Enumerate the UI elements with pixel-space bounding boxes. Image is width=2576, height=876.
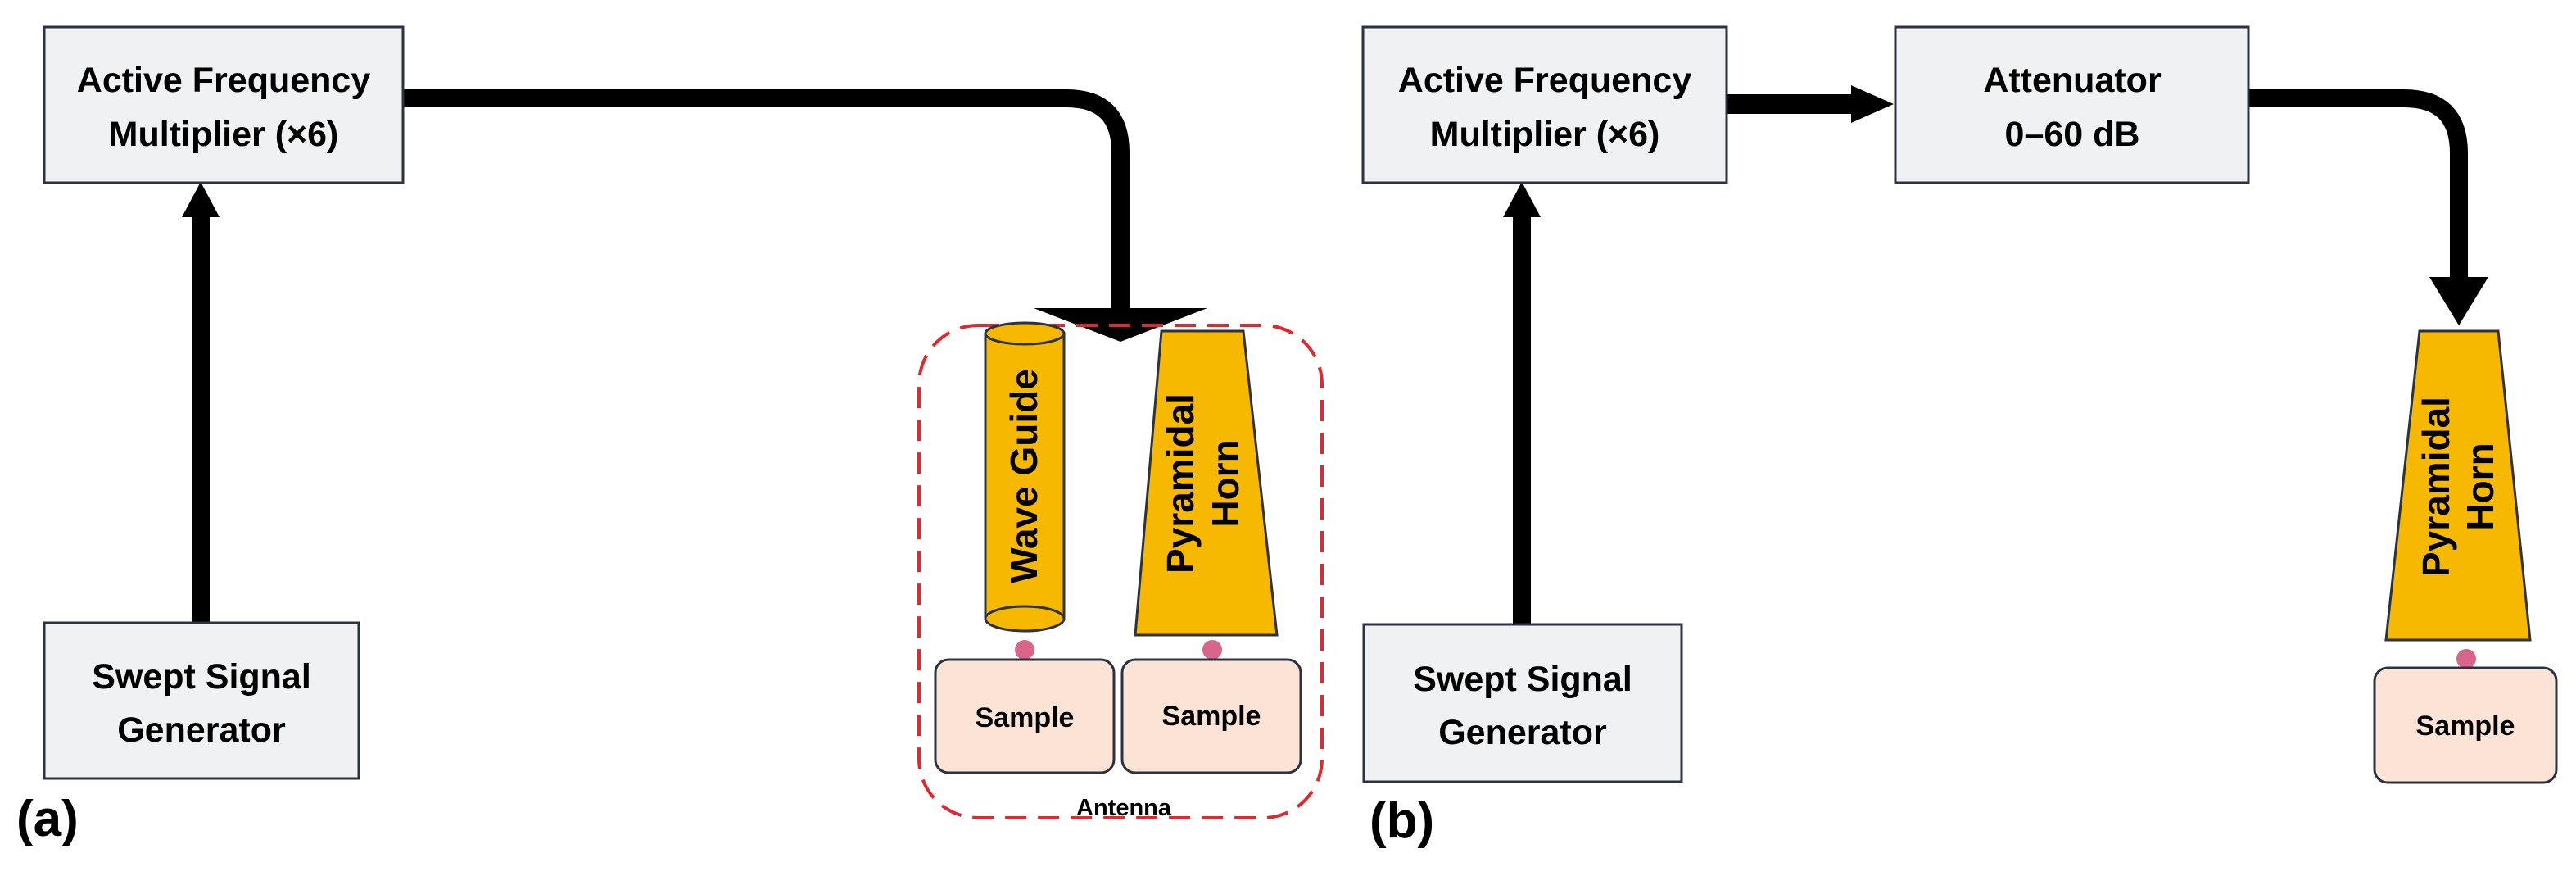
arrow-multiplier-to-antenna-a [403,89,1207,342]
panel-label-b: (b) [1369,792,1434,849]
sample-a1: Sample [934,658,1116,774]
arrow-multiplier-to-attenuator [1727,85,1894,123]
generator-label-b-line2: Generator [1438,713,1607,752]
contact-dot-b [2456,649,2476,669]
multiplier-box-a: Active Frequency Multiplier (×6) [43,25,405,184]
generator-label-a-line1: Swept Signal [92,657,311,697]
multiplier-label-b-line2: Multiplier (×6) [1430,115,1660,154]
sample-label-b: Sample [2416,710,2515,742]
panel-a: Active Frequency Multiplier (×6) Swept S… [16,25,1324,847]
sample-label-a2: Sample [1162,701,1261,732]
multiplier-label-a-line1: Active Frequency [77,61,371,100]
pyramidal-horn-a: Pyramidal Horn [1134,329,1279,637]
attenuator-label-line2: 0–60 dB [2005,115,2140,154]
arrow-attenuator-to-horn [2248,89,2488,325]
horn-label-a-line1: Pyramidal [1159,393,1202,574]
waveguide: Wave Guide [984,321,1066,633]
arrow-generator-to-multiplier-a [182,182,220,623]
contact-dot-a2 [1202,640,1222,660]
horn-label-a-line2: Horn [1204,439,1247,527]
horn-label-b-line1: Pyramidal [2415,397,2457,577]
antenna-outline [917,324,1324,819]
generator-label-a-line2: Generator [117,710,286,750]
antenna-label: Antenna [1076,795,1172,821]
generator-box-b: Swept Signal Generator [1362,623,1683,783]
arrow-generator-to-multiplier-b [1503,182,1541,624]
sample-b: Sample [2373,666,2558,784]
attenuator-box: Attenuator 0–60 dB [1894,25,2250,184]
sample-label-a1: Sample [976,702,1075,733]
multiplier-label-a-line2: Multiplier (×6) [109,115,339,154]
multiplier-label-b-line1: Active Frequency [1398,61,1692,100]
attenuator-label-line1: Attenuator [1983,61,2162,100]
contact-dot-a1 [1015,640,1034,660]
generator-box-a: Swept Signal Generator [43,621,360,780]
generator-label-b-line1: Swept Signal [1413,660,1632,699]
pyramidal-horn-b: Pyramidal Horn [2384,329,2532,642]
sample-a2: Sample [1120,658,1302,774]
panel-b: Active Frequency Multiplier (×6) Attenua… [1361,25,2558,849]
multiplier-box-b: Active Frequency Multiplier (×6) [1361,25,1728,184]
waveguide-label: Wave Guide [1003,369,1045,583]
panel-label-a: (a) [16,791,79,847]
horn-label-b-line2: Horn [2459,443,2501,530]
